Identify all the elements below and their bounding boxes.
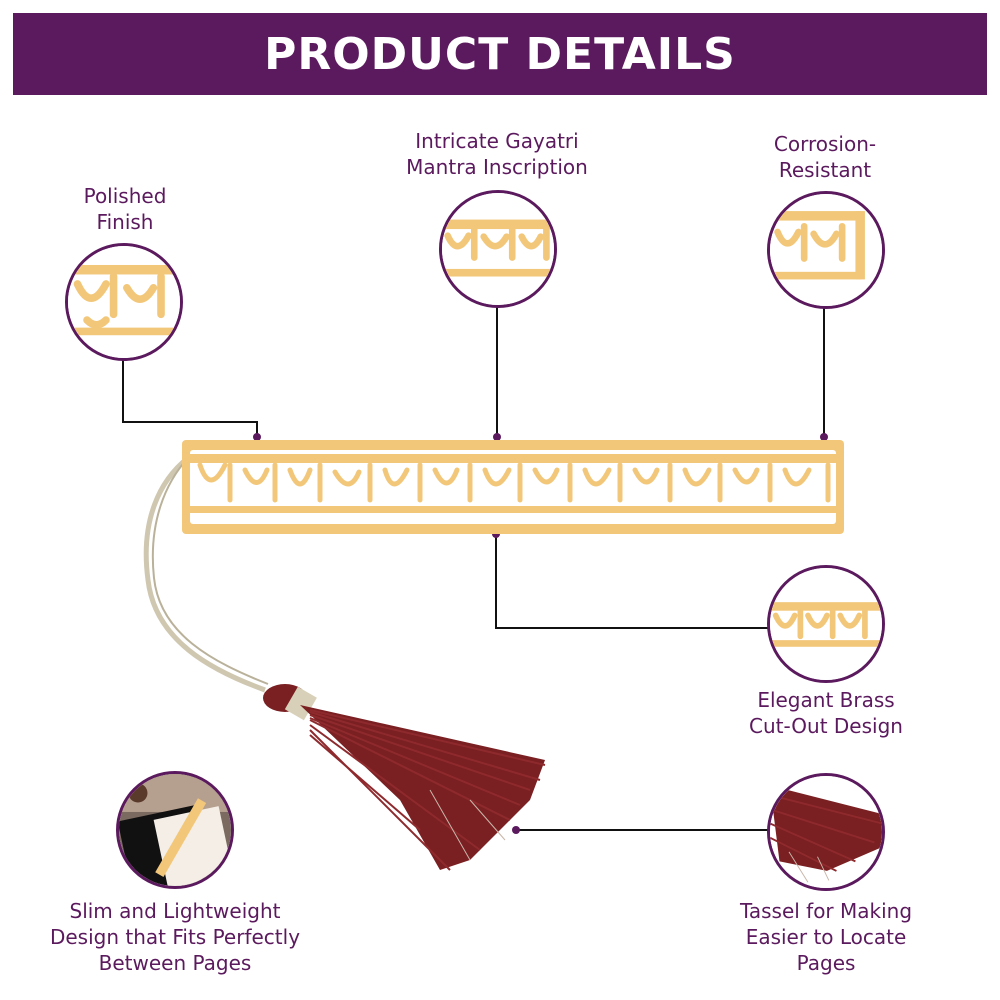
feature-label-corrosion-resistant: Corrosion- Resistant: [773, 132, 877, 182]
dot-polished: [253, 433, 261, 441]
feature-circle-mantra-inscription: [439, 190, 557, 308]
feature-label-polished-finish: Polished Finish: [83, 184, 167, 234]
tassel-cord: [143, 456, 266, 693]
feature-circle-slim-lightweight: [116, 771, 234, 889]
tassel: [263, 684, 546, 871]
feature-label-tassel: Tassel for Making Easier to Locate Pages: [739, 899, 913, 975]
feature-label-mantra-inscription: Intricate Gayatri Mantra Inscription: [406, 129, 588, 179]
dot-corrosion: [820, 433, 828, 441]
feature-label-brass-cutout: Elegant Brass Cut-Out Design: [749, 688, 903, 738]
dot-tassel: [512, 826, 520, 834]
page-title: PRODUCT DETAILS: [264, 28, 736, 80]
feature-circle-corrosion-resistant: [767, 191, 885, 309]
feature-circle-polished-finish: [65, 243, 183, 361]
brass-bookmark: [182, 440, 844, 534]
connector-brass: [495, 534, 770, 629]
feature-circle-brass-cutout: [767, 565, 885, 683]
feature-label-slim-lightweight: Slim and Lightweight Design that Fits Pe…: [49, 899, 301, 975]
connector-polished: [122, 360, 258, 437]
feature-circle-tassel: [767, 773, 885, 891]
dot-inscription: [493, 433, 501, 441]
header-banner: PRODUCT DETAILS: [13, 13, 987, 95]
